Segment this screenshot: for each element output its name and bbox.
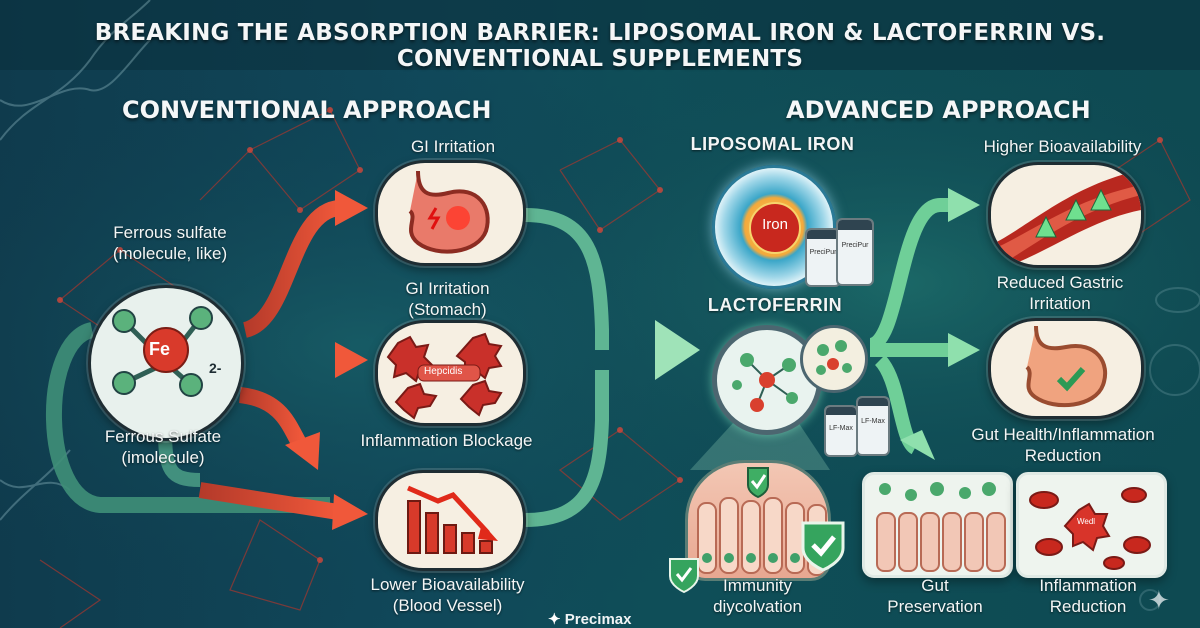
inflammation-reduction-label: Inflammation Reduction — [1039, 576, 1137, 616]
reduced-gastric-label: Reduced Gastric Irritation — [996, 273, 1124, 313]
lactoferrin-magnifier — [712, 325, 822, 435]
inflammation-blockage-label: Inflammation Blockage — [360, 431, 533, 450]
lower-bioavailability-label: Lower Bioavailability (Blood Vessel) — [370, 575, 525, 615]
arrow-head-reduced — [948, 333, 980, 367]
ferrous-sulfate-label-top: Ferrous sulfate (molecule, like) — [112, 223, 228, 263]
arrow-to-gi — [242, 200, 342, 338]
sparkle-icon: ✦ — [1148, 585, 1170, 615]
brand-logo: ✦ Precimax — [548, 610, 631, 628]
gut-lining-icon — [876, 482, 1006, 572]
arrow-head-gi — [335, 190, 368, 226]
conventional-heading: CONVENTIONAL APPROACH — [122, 96, 492, 124]
hepcidin-illustration: Hepcidis — [375, 320, 526, 426]
supplement-bottle-2: PreciPur — [836, 218, 874, 286]
lf-bottle-1: LF-Max — [824, 405, 858, 457]
arrow-head-higher — [948, 188, 980, 222]
gut-health-label: Gut Health/Inflammation Reduction — [971, 425, 1155, 465]
arrow-head-hepcidin — [335, 342, 368, 378]
arrow-head-gut — [900, 430, 935, 460]
main-green-arrow-head — [655, 320, 700, 380]
immunity-label: Immunity diycolvation — [713, 576, 802, 616]
lactoferrin-molecule-detail — [800, 325, 868, 393]
stomach-irritated-illustration — [375, 160, 526, 266]
gi-irritation-label-bottom: GI Irritation (Stomach) — [405, 279, 490, 319]
ferrous-sulfate-molecule: Fe 2- — [88, 285, 244, 441]
logo-mark-icon: ✦ — [548, 611, 565, 628]
iron-text: Iron — [762, 216, 788, 233]
gi-irritation-label-top: GI Irritation — [410, 137, 496, 156]
bottle-2-label: PreciPur — [841, 242, 869, 249]
fe-symbol: Fe — [149, 339, 171, 359]
immunity-illustration — [685, 460, 831, 581]
ferrous-sulfate-label-bottom: Ferrous Sulfate (imolecule) — [104, 427, 222, 467]
hepcidin-icon — [386, 332, 503, 420]
page-title: BREAKING THE ABSORPTION BARRIER: LIPOSOM… — [94, 20, 1106, 72]
gut-preservation-illustration — [862, 472, 1013, 578]
lf-bottle-1-label: LF-Max — [829, 425, 853, 432]
liposome-illustration: Iron — [712, 165, 836, 289]
liposomal-iron-label: LIPOSOMAL IRON — [690, 134, 855, 154]
lower-bioavailability-illustration — [375, 470, 526, 571]
lactoferrin-molecule-icon — [732, 353, 798, 412]
blood-vessel-illustration — [988, 162, 1144, 268]
hepcidin-text: Hepcidis — [424, 366, 463, 377]
arrow-to-higher — [867, 198, 952, 352]
arrow-to-lower — [198, 482, 340, 520]
molecule-cluster-icon — [816, 340, 852, 375]
iron-core — [749, 202, 801, 254]
healthy-stomach-illustration — [988, 318, 1144, 419]
supplement-bottle-1: PreciPur — [805, 228, 841, 287]
advanced-heading: ADVANCED APPROACH — [786, 96, 1091, 124]
declining-bar-chart-icon — [407, 485, 498, 554]
cell-text: Wedl — [1077, 517, 1096, 526]
red-blood-cells-icon — [1029, 487, 1151, 570]
higher-bioavailability-label: Higher Bioavailability — [983, 137, 1142, 156]
loop-arrow-path — [45, 322, 330, 513]
bottle-1-label: PreciPur — [809, 249, 837, 256]
gut-preservation-label: Gut Preservation — [887, 576, 983, 616]
blood-vessel-icon — [991, 170, 1141, 265]
stomach-icon — [408, 170, 490, 254]
inflammation-reduction-illustration: Wedl — [1016, 472, 1167, 578]
charge-label: 2- — [209, 360, 222, 376]
arrow-head-lower — [332, 494, 368, 530]
lf-bottle-2: LF-Max — [856, 396, 890, 456]
small-shield-icon — [668, 556, 700, 594]
lf-bottle-2-label: LF-Max — [861, 418, 885, 425]
logo-text: Precimax — [564, 611, 632, 628]
lactoferrin-label: LACTOFERRIN — [707, 295, 843, 315]
healthy-stomach-icon — [1025, 325, 1108, 408]
shield-check-icon — [800, 518, 846, 573]
molecule-icon — [112, 306, 213, 397]
